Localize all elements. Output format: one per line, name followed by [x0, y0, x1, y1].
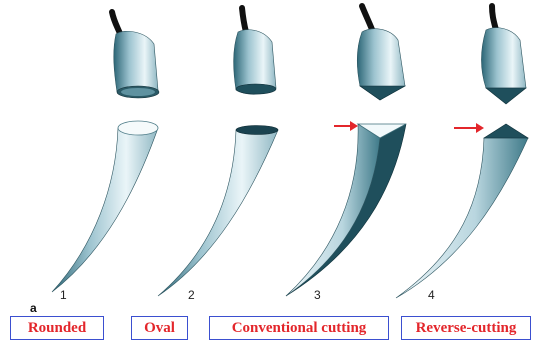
- label-conventional-cutting: Conventional cutting: [209, 316, 389, 340]
- needle-3-number: 3: [314, 288, 321, 302]
- needle-1-body: [52, 128, 158, 292]
- needle-4-cable: [492, 6, 496, 30]
- needle-4-body: [396, 138, 528, 298]
- needle-4-arrow: [454, 123, 484, 133]
- label-reverse-cutting: Reverse-cutting: [401, 316, 531, 340]
- needle-4-tip-cross-section: [486, 88, 526, 104]
- needle-2-oval: [158, 8, 278, 296]
- needle-2-body: [158, 130, 278, 296]
- needle-1-rounded: [52, 12, 159, 292]
- needle-1-body-cross-section: [118, 121, 158, 135]
- needle-4-number: 4: [428, 288, 435, 302]
- label-rounded: Rounded: [10, 316, 104, 340]
- needle-1-number: 1: [60, 288, 67, 302]
- needle-2-number: 2: [188, 288, 195, 302]
- needle-3-tip-cross-section: [360, 86, 405, 100]
- needle-4-tip-segment: [482, 28, 527, 88]
- needle-2-cable: [242, 8, 246, 32]
- needle-4-body-cross-section: [484, 124, 528, 138]
- needle-2-tip-cross-section: [236, 84, 276, 94]
- figure-letter: a: [30, 301, 37, 315]
- needle-3-arrow: [334, 121, 358, 131]
- needle-3-cable: [362, 6, 373, 32]
- needle-2-body-cross-section: [236, 126, 278, 135]
- needle-4-reverse-cutting: [396, 6, 528, 298]
- label-oval: Oval: [131, 316, 188, 340]
- needle-3-conventional-cutting: [286, 6, 406, 296]
